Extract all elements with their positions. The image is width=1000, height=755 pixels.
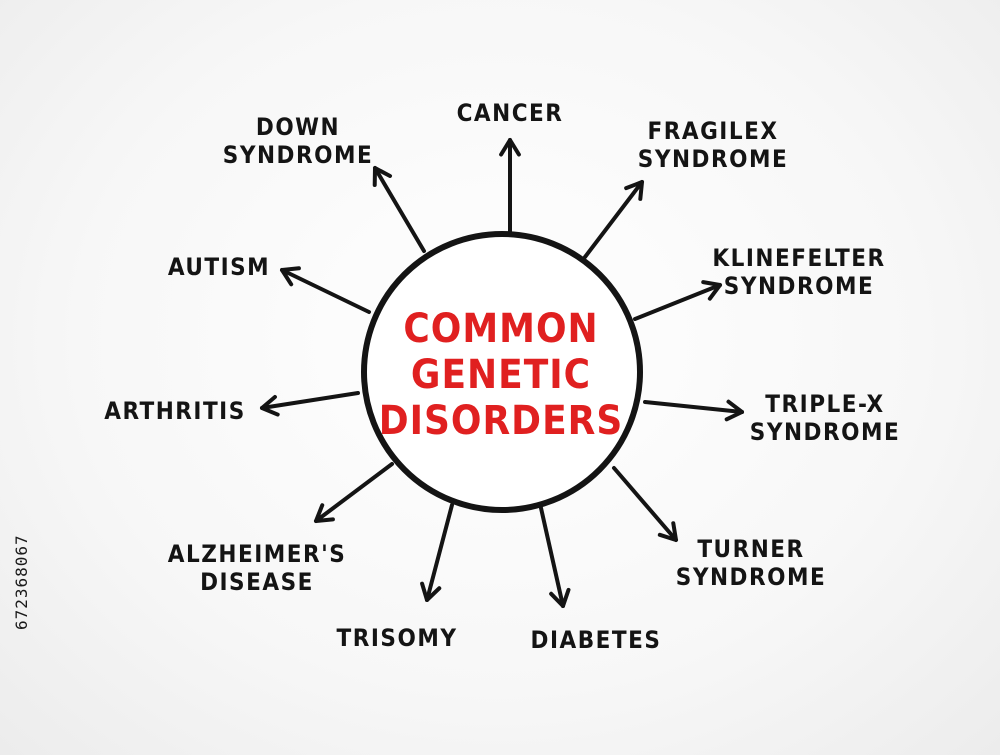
arrow-diabetes — [539, 506, 571, 608]
center-title-line-1: COMMON — [403, 306, 599, 352]
arrow-shaft-klinefelter — [633, 283, 722, 321]
arrow-shaft-trisomy — [425, 503, 454, 602]
label-klinefelter-line-1: KLINEFELTER — [712, 244, 886, 272]
arrows-group — [260, 138, 744, 608]
arrow-shaft-fragilex — [583, 180, 644, 259]
label-klinefelter: KLINEFELTER SYNDROME — [712, 244, 885, 300]
arrow-shaft-diabetes — [539, 506, 565, 608]
arrow-fragilex — [583, 180, 644, 259]
label-fragilex-line-1: FRAGILEX — [647, 117, 779, 145]
arrow-head-arthritis — [260, 394, 280, 417]
label-arthritis: ARTHRITIS — [104, 397, 246, 425]
label-down-syndrome: DOWN SYNDROME — [223, 113, 373, 169]
label-diabetes: DIABETES — [531, 626, 662, 654]
arrow-shaft-alzheimers — [314, 462, 394, 523]
arrow-cancer — [499, 138, 521, 234]
arrow-turner — [612, 466, 678, 542]
arrow-arthritis — [260, 391, 360, 417]
label-autism-line-1: AUTISM — [167, 253, 271, 281]
label-alzheimers-line-1: ALZHEIMER'S — [167, 540, 347, 568]
label-turner-line-1: TURNER — [697, 535, 805, 563]
label-cancer-line-1: CANCER — [456, 99, 564, 127]
label-klinefelter-line-2: SYNDROME — [723, 272, 875, 300]
arrow-head-turner — [657, 521, 678, 542]
arrow-head-triple-x — [724, 399, 744, 422]
arrow-shaft-down — [373, 166, 426, 253]
arrow-autism — [280, 266, 371, 314]
label-arthritis-line-1: ARTHRITIS — [104, 397, 246, 425]
center-circle — [361, 231, 643, 513]
arrow-down — [372, 166, 426, 253]
arrow-head-trisomy — [420, 581, 442, 602]
label-cancer: CANCER — [457, 99, 564, 127]
label-alzheimers-line-2: DISEASE — [200, 568, 314, 596]
arrow-head-autism — [280, 266, 301, 287]
label-autism: AUTISM — [168, 253, 270, 281]
center-title: COMMON GENETIC DISORDERS — [379, 306, 624, 444]
arrow-head-fragilex — [624, 180, 644, 201]
arrow-head-down — [372, 166, 393, 187]
arrow-shaft-turner — [612, 466, 678, 542]
label-fragilex: FRAGILEX SYNDROME — [638, 117, 788, 173]
label-down-line-2: SYNDROME — [222, 141, 374, 169]
label-triple-x-line-1: TRIPLE-X — [765, 390, 885, 418]
label-fragilex-line-2: SYNDROME — [637, 145, 789, 173]
label-alzheimers: ALZHEIMER'S DISEASE — [168, 540, 347, 596]
arrow-klinefelter — [633, 280, 722, 321]
label-turner-line-2: SYNDROME — [675, 563, 827, 591]
label-triple-x: TRIPLE-X SYNDROME — [750, 390, 900, 446]
label-trisomy: TRISOMY — [337, 624, 458, 652]
arrow-head-cancer — [499, 138, 521, 157]
arrow-alzheimers — [314, 462, 394, 523]
arrow-trisomy — [420, 503, 454, 602]
label-trisomy-line-1: TRISOMY — [336, 624, 458, 652]
label-diabetes-line-1: DIABETES — [530, 626, 662, 654]
label-turner: TURNER SYNDROME — [676, 535, 826, 591]
center-title-line-2: GENETIC — [410, 352, 592, 398]
arrow-shaft-arthritis — [260, 391, 360, 410]
label-down-line-1: DOWN — [255, 113, 341, 141]
arrow-shaft-triple-x — [643, 400, 744, 414]
arrow-head-klinefelter — [701, 280, 722, 301]
label-triple-x-line-2: SYNDROME — [749, 418, 901, 446]
center-title-line-3: DISORDERS — [378, 398, 624, 444]
arrow-triple-x — [643, 399, 744, 422]
arrow-head-alzheimers — [314, 503, 335, 523]
arrow-shaft-autism — [280, 268, 371, 314]
stock-id-watermark: 672368067 — [12, 534, 31, 630]
arrow-head-diabetes — [549, 587, 571, 608]
